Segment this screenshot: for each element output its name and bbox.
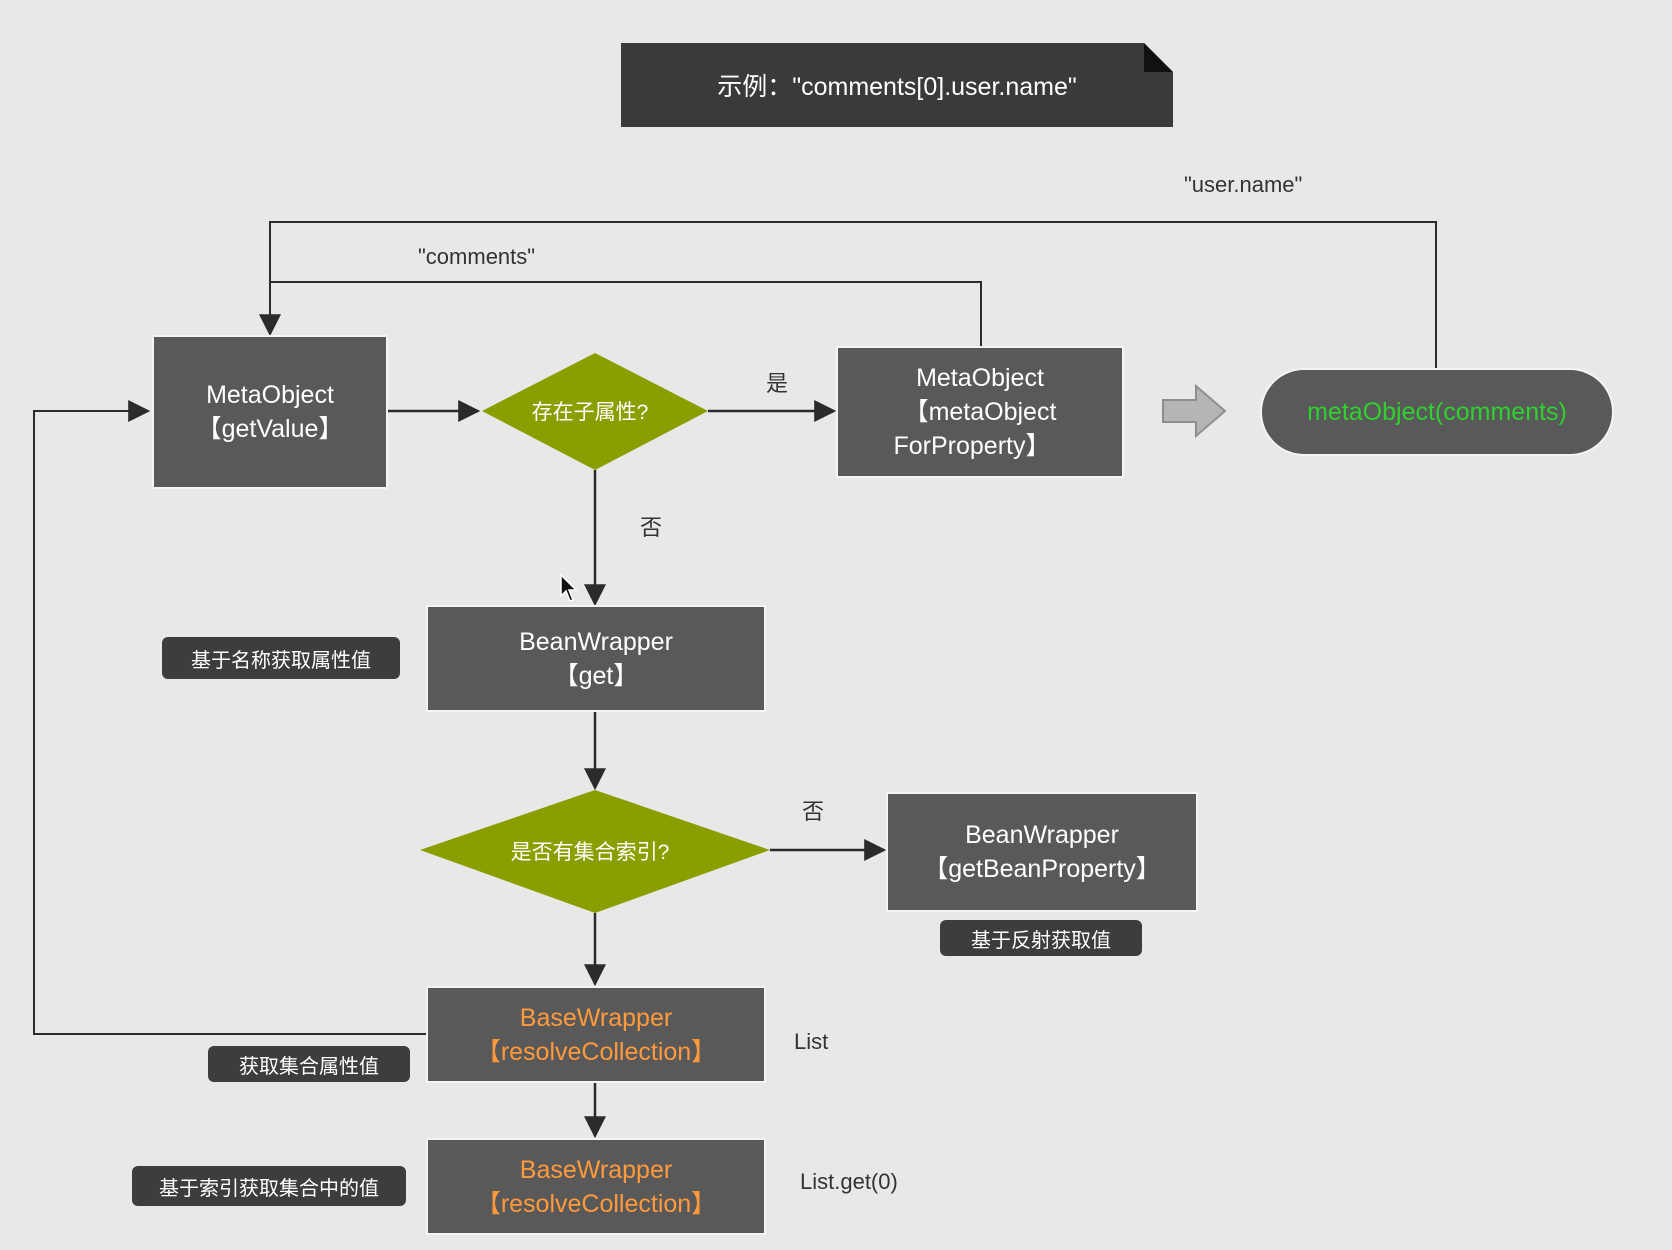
node-resolve-2-line-2: 【resolveCollection】 [475, 1189, 717, 1218]
edge-user-name-loop [259, 221, 1437, 368]
tag-by-index: 基于索引获取集合中的值 [132, 1166, 406, 1206]
node-beanwrapper-get: BeanWrapper 【get】 [426, 605, 766, 712]
node-for-property-line-1: MetaObject [916, 364, 1044, 392]
mouse-pointer-icon [560, 574, 578, 602]
node-for-property-line-2: 【metaObject [903, 398, 1057, 426]
transform-arrow-icon [1162, 383, 1227, 439]
node-getvalue-line-1: MetaObject [206, 381, 334, 409]
node-resolve-1-line-1: BaseWrapper [519, 1003, 673, 1032]
label-user-name: "user.name" [1184, 172, 1303, 197]
tag-by-reflection: 基于反射获取值 [940, 920, 1142, 956]
node-metaobject-getvalue: MetaObject 【getValue】 [152, 335, 388, 489]
label-no-1: 否 [640, 515, 663, 540]
node-resolve-2-line-1: BaseWrapper [519, 1155, 673, 1184]
decision-has-child-text: 存在子属性? [531, 401, 649, 424]
node-getvalue-line-2: 【getValue】 [196, 415, 344, 443]
tag-collection-value: 获取集合属性值 [208, 1046, 410, 1082]
edge-comments-loop [270, 281, 982, 346]
node-beanwrapper-getbeanproperty: BeanWrapper 【getBeanProperty】 [886, 792, 1198, 912]
decision-has-index-text: 是否有集合索引? [510, 841, 670, 864]
node-metaobject-for-property: MetaObject 【metaObject ForProperty】 [836, 346, 1124, 478]
node-getbeanproperty-line-1: BeanWrapper [965, 821, 1119, 849]
node-resolve-collection-2: BaseWrapper 【resolveCollection】 [426, 1138, 766, 1235]
node-metaobject-comments: metaObject(comments) [1260, 368, 1614, 456]
node-for-property-line-3: ForProperty】 [893, 432, 1051, 460]
decision-has-index-shape [420, 790, 770, 913]
example-title: 示例："comments[0].user.name" [621, 43, 1173, 127]
label-yes: 是 [766, 371, 789, 396]
node-getbeanproperty-line-2: 【getBeanProperty】 [923, 855, 1161, 883]
node-get-line-1: BeanWrapper [519, 627, 673, 656]
label-list-get: List.get(0) [800, 1169, 898, 1194]
tag-by-name: 基于名称获取属性值 [162, 637, 400, 679]
label-no-2: 否 [802, 799, 825, 824]
node-resolve-collection-1: BaseWrapper 【resolveCollection】 [426, 986, 766, 1083]
node-get-line-2: 【get】 [553, 661, 639, 690]
node-resolve-1-line-2: 【resolveCollection】 [475, 1037, 717, 1066]
label-list: List [794, 1029, 829, 1054]
decision-has-child-shape [482, 353, 708, 470]
label-comments: "comments" [418, 244, 536, 269]
edge-collection-loop [33, 400, 428, 1035]
